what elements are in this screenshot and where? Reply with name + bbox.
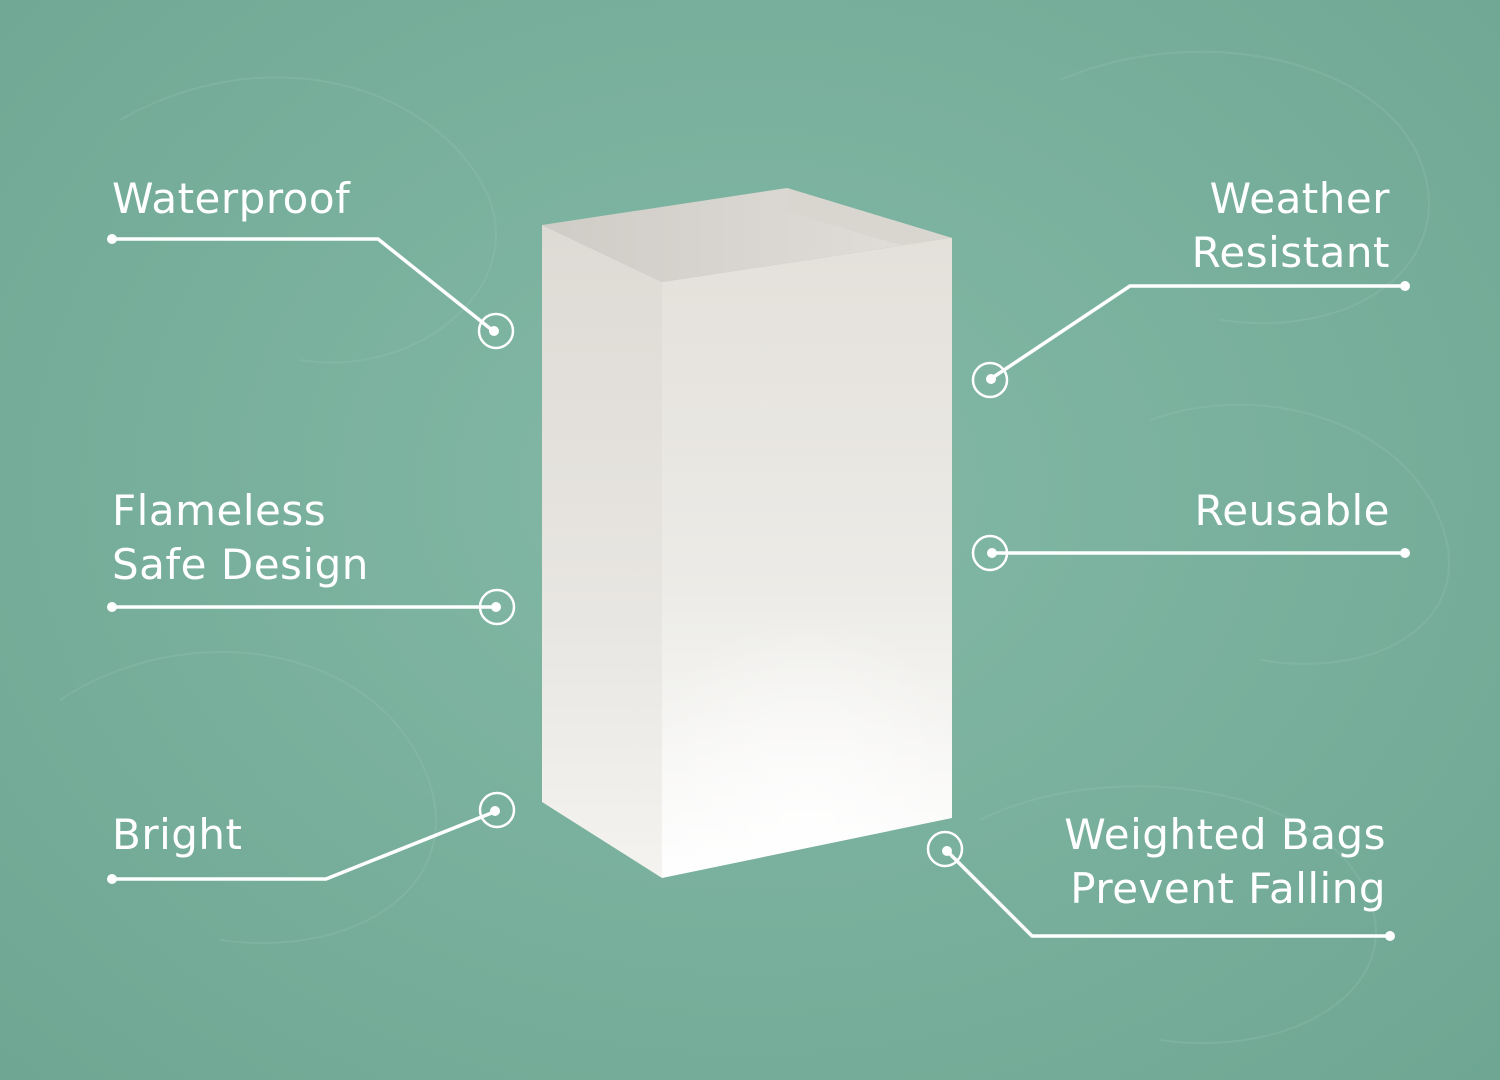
dot-weighted-end bbox=[1385, 931, 1395, 941]
feature-reusable-line1: Reusable bbox=[1194, 486, 1390, 535]
feature-bright: Bright bbox=[112, 808, 243, 862]
callout-line-bright bbox=[110, 810, 496, 881]
bag-side bbox=[542, 225, 662, 878]
dot-bright-end bbox=[107, 874, 117, 884]
feature-bright-line1: Bright bbox=[112, 810, 243, 859]
dot-weather-center bbox=[986, 374, 996, 384]
callout-ring-weighted bbox=[926, 830, 964, 868]
bag-glow bbox=[662, 520, 952, 878]
feature-weather-line1: Weather bbox=[1209, 174, 1390, 223]
feature-waterproof: Waterproof bbox=[112, 172, 350, 226]
callout-ring-reusable bbox=[971, 534, 1009, 572]
dot-weighted-center bbox=[942, 846, 952, 856]
feature-weighted-line1: Weighted Bags bbox=[1064, 810, 1386, 859]
callout-ring-bright bbox=[478, 791, 516, 829]
dot-bright-center bbox=[490, 806, 500, 816]
callout-dots bbox=[107, 234, 1410, 941]
callout-ring-weather bbox=[971, 361, 1009, 399]
dot-waterproof-end bbox=[107, 234, 117, 244]
dot-reusable-center bbox=[987, 548, 997, 558]
callout-line-waterproof bbox=[110, 237, 494, 332]
dot-flameless-center bbox=[491, 602, 501, 612]
background-swirls bbox=[59, 50, 1450, 1045]
callouts bbox=[110, 237, 1407, 938]
callout-ring-waterproof bbox=[477, 312, 515, 350]
callout-ring-flameless bbox=[478, 588, 516, 626]
feature-flameless-line1: Flameless bbox=[112, 486, 327, 535]
bag-inner-right bbox=[787, 188, 952, 260]
feature-weighted-bags: Weighted Bags Prevent Falling bbox=[1064, 808, 1386, 916]
dot-weather-end bbox=[1400, 281, 1410, 291]
dot-waterproof-center bbox=[489, 326, 499, 336]
dot-reusable-end bbox=[1400, 548, 1410, 558]
feature-weather-resistant: Weather Resistant bbox=[1192, 172, 1390, 280]
feature-reusable: Reusable bbox=[1194, 484, 1390, 538]
feature-waterproof-line1: Waterproof bbox=[112, 174, 351, 223]
dot-flameless-end bbox=[107, 602, 117, 612]
feature-weather-line2: Resistant bbox=[1191, 228, 1390, 277]
callout-line-weather bbox=[990, 284, 1407, 380]
feature-weighted-line2: Prevent Falling bbox=[1070, 864, 1386, 913]
callout-line-weighted bbox=[946, 850, 1392, 938]
lantern-bag bbox=[542, 188, 952, 878]
feature-flameless: Flameless Safe Design bbox=[112, 484, 369, 592]
feature-flameless-line2: Safe Design bbox=[112, 540, 369, 589]
